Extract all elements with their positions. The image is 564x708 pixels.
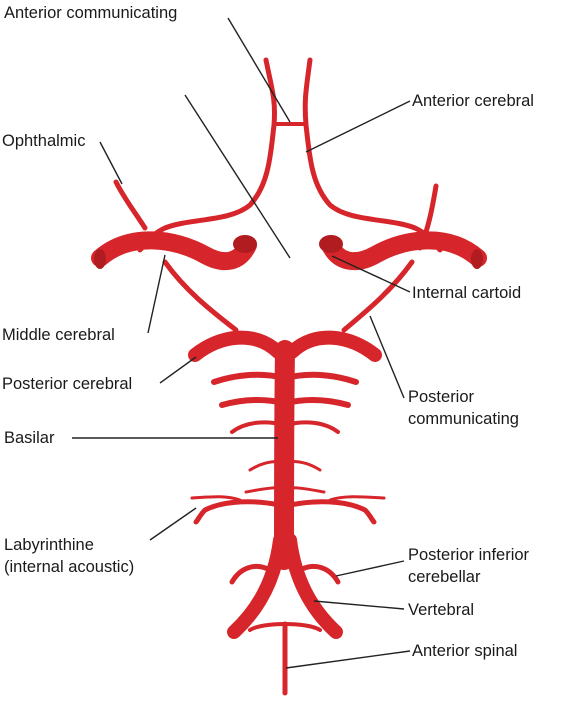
leader-vertebral bbox=[313, 600, 405, 610]
pontine-branch-2-left bbox=[230, 420, 286, 434]
posterior-inferior-cerebellar-left bbox=[229, 564, 273, 585]
posterior-cerebral-left bbox=[188, 330, 285, 362]
leader-anterior-cerebral bbox=[305, 100, 411, 153]
label-middle-cerebral: Middle cerebral bbox=[2, 326, 115, 344]
pontine-branch-2-right bbox=[284, 420, 340, 434]
anterior-cerebral-right bbox=[302, 57, 443, 253]
label-anterior-spinal: Anterior spinal bbox=[412, 642, 518, 660]
label-posterior-inferior-cerebellar-line2: cerebellar bbox=[408, 568, 481, 586]
leader-posterior-cerebral bbox=[159, 356, 197, 384]
leader-posterior-communicating bbox=[369, 315, 405, 399]
middle-cerebral-right-end bbox=[471, 249, 483, 269]
label-basilar: Basilar bbox=[4, 429, 55, 447]
pontine-branch-4-right bbox=[284, 486, 326, 494]
leader-ophthalmic bbox=[99, 141, 123, 185]
superior-cerebellar-left bbox=[219, 397, 287, 408]
label-posterior-inferior-cerebellar-line1: Posterior inferior bbox=[408, 546, 530, 564]
label-posterior-communicating-line1: Posterior bbox=[408, 388, 475, 406]
pontine-branch-3-right bbox=[284, 460, 322, 472]
leader-anterior-spinal bbox=[285, 650, 411, 669]
label-internal-cartoid: Internal cartoid bbox=[412, 284, 522, 302]
labyrinthine-left-twig bbox=[190, 495, 242, 502]
posterior-communicating-left bbox=[162, 259, 239, 333]
leader-middle-cerebral bbox=[147, 254, 166, 334]
labyrinthine-right-twig bbox=[328, 495, 386, 502]
leader-anterior-communicating bbox=[227, 17, 291, 123]
middle-cerebral-left-end bbox=[94, 249, 106, 269]
label-anterior-cerebral: Anterior cerebral bbox=[412, 92, 534, 110]
pontine-branch-3-left bbox=[248, 460, 286, 472]
label-anterior-communicating: Anterior communicating bbox=[4, 4, 178, 22]
leader-lines bbox=[72, 17, 411, 669]
posterior-inferior-cerebellar-right bbox=[297, 564, 341, 585]
basilar-trunk bbox=[274, 340, 295, 570]
label-labyrinthine-line2: (internal acoustic) bbox=[4, 558, 135, 576]
superior-cerebellar-right bbox=[283, 397, 351, 408]
posterior-communicating-right bbox=[341, 259, 415, 333]
leader-labyrinthine bbox=[149, 507, 197, 541]
internal-carotid-right-end bbox=[319, 235, 343, 253]
leader-posterior-inferior-cerebellar bbox=[335, 560, 405, 577]
leader-cross-diagonal bbox=[184, 94, 291, 259]
leader-internal-cartoid bbox=[331, 255, 411, 293]
vertebral-right bbox=[283, 533, 343, 639]
label-vertebral: Vertebral bbox=[408, 601, 475, 619]
internal-carotid-left-end bbox=[233, 235, 257, 253]
posterior-cerebral-right bbox=[285, 330, 382, 362]
ophthalmic-left bbox=[113, 179, 148, 231]
labyrinthine-right bbox=[287, 499, 377, 525]
pontine-branch-1-left bbox=[211, 371, 287, 385]
vertebral-left bbox=[227, 533, 287, 639]
pontine-branch-4-left bbox=[244, 486, 286, 494]
middle-cerebral-left bbox=[91, 231, 257, 271]
label-labyrinthine-line1: Labyrinthine bbox=[4, 536, 94, 554]
label-ophthalmic: Ophthalmic bbox=[2, 132, 86, 150]
labyrinthine-left bbox=[193, 499, 283, 525]
arteries bbox=[91, 57, 487, 696]
label-posterior-cerebral: Posterior cerebral bbox=[2, 375, 133, 393]
anterior-cerebral-left bbox=[137, 57, 277, 253]
middle-cerebral-right bbox=[321, 231, 487, 271]
label-posterior-communicating-line2: communicating bbox=[408, 410, 519, 428]
pontine-branch-1-right bbox=[283, 371, 359, 385]
